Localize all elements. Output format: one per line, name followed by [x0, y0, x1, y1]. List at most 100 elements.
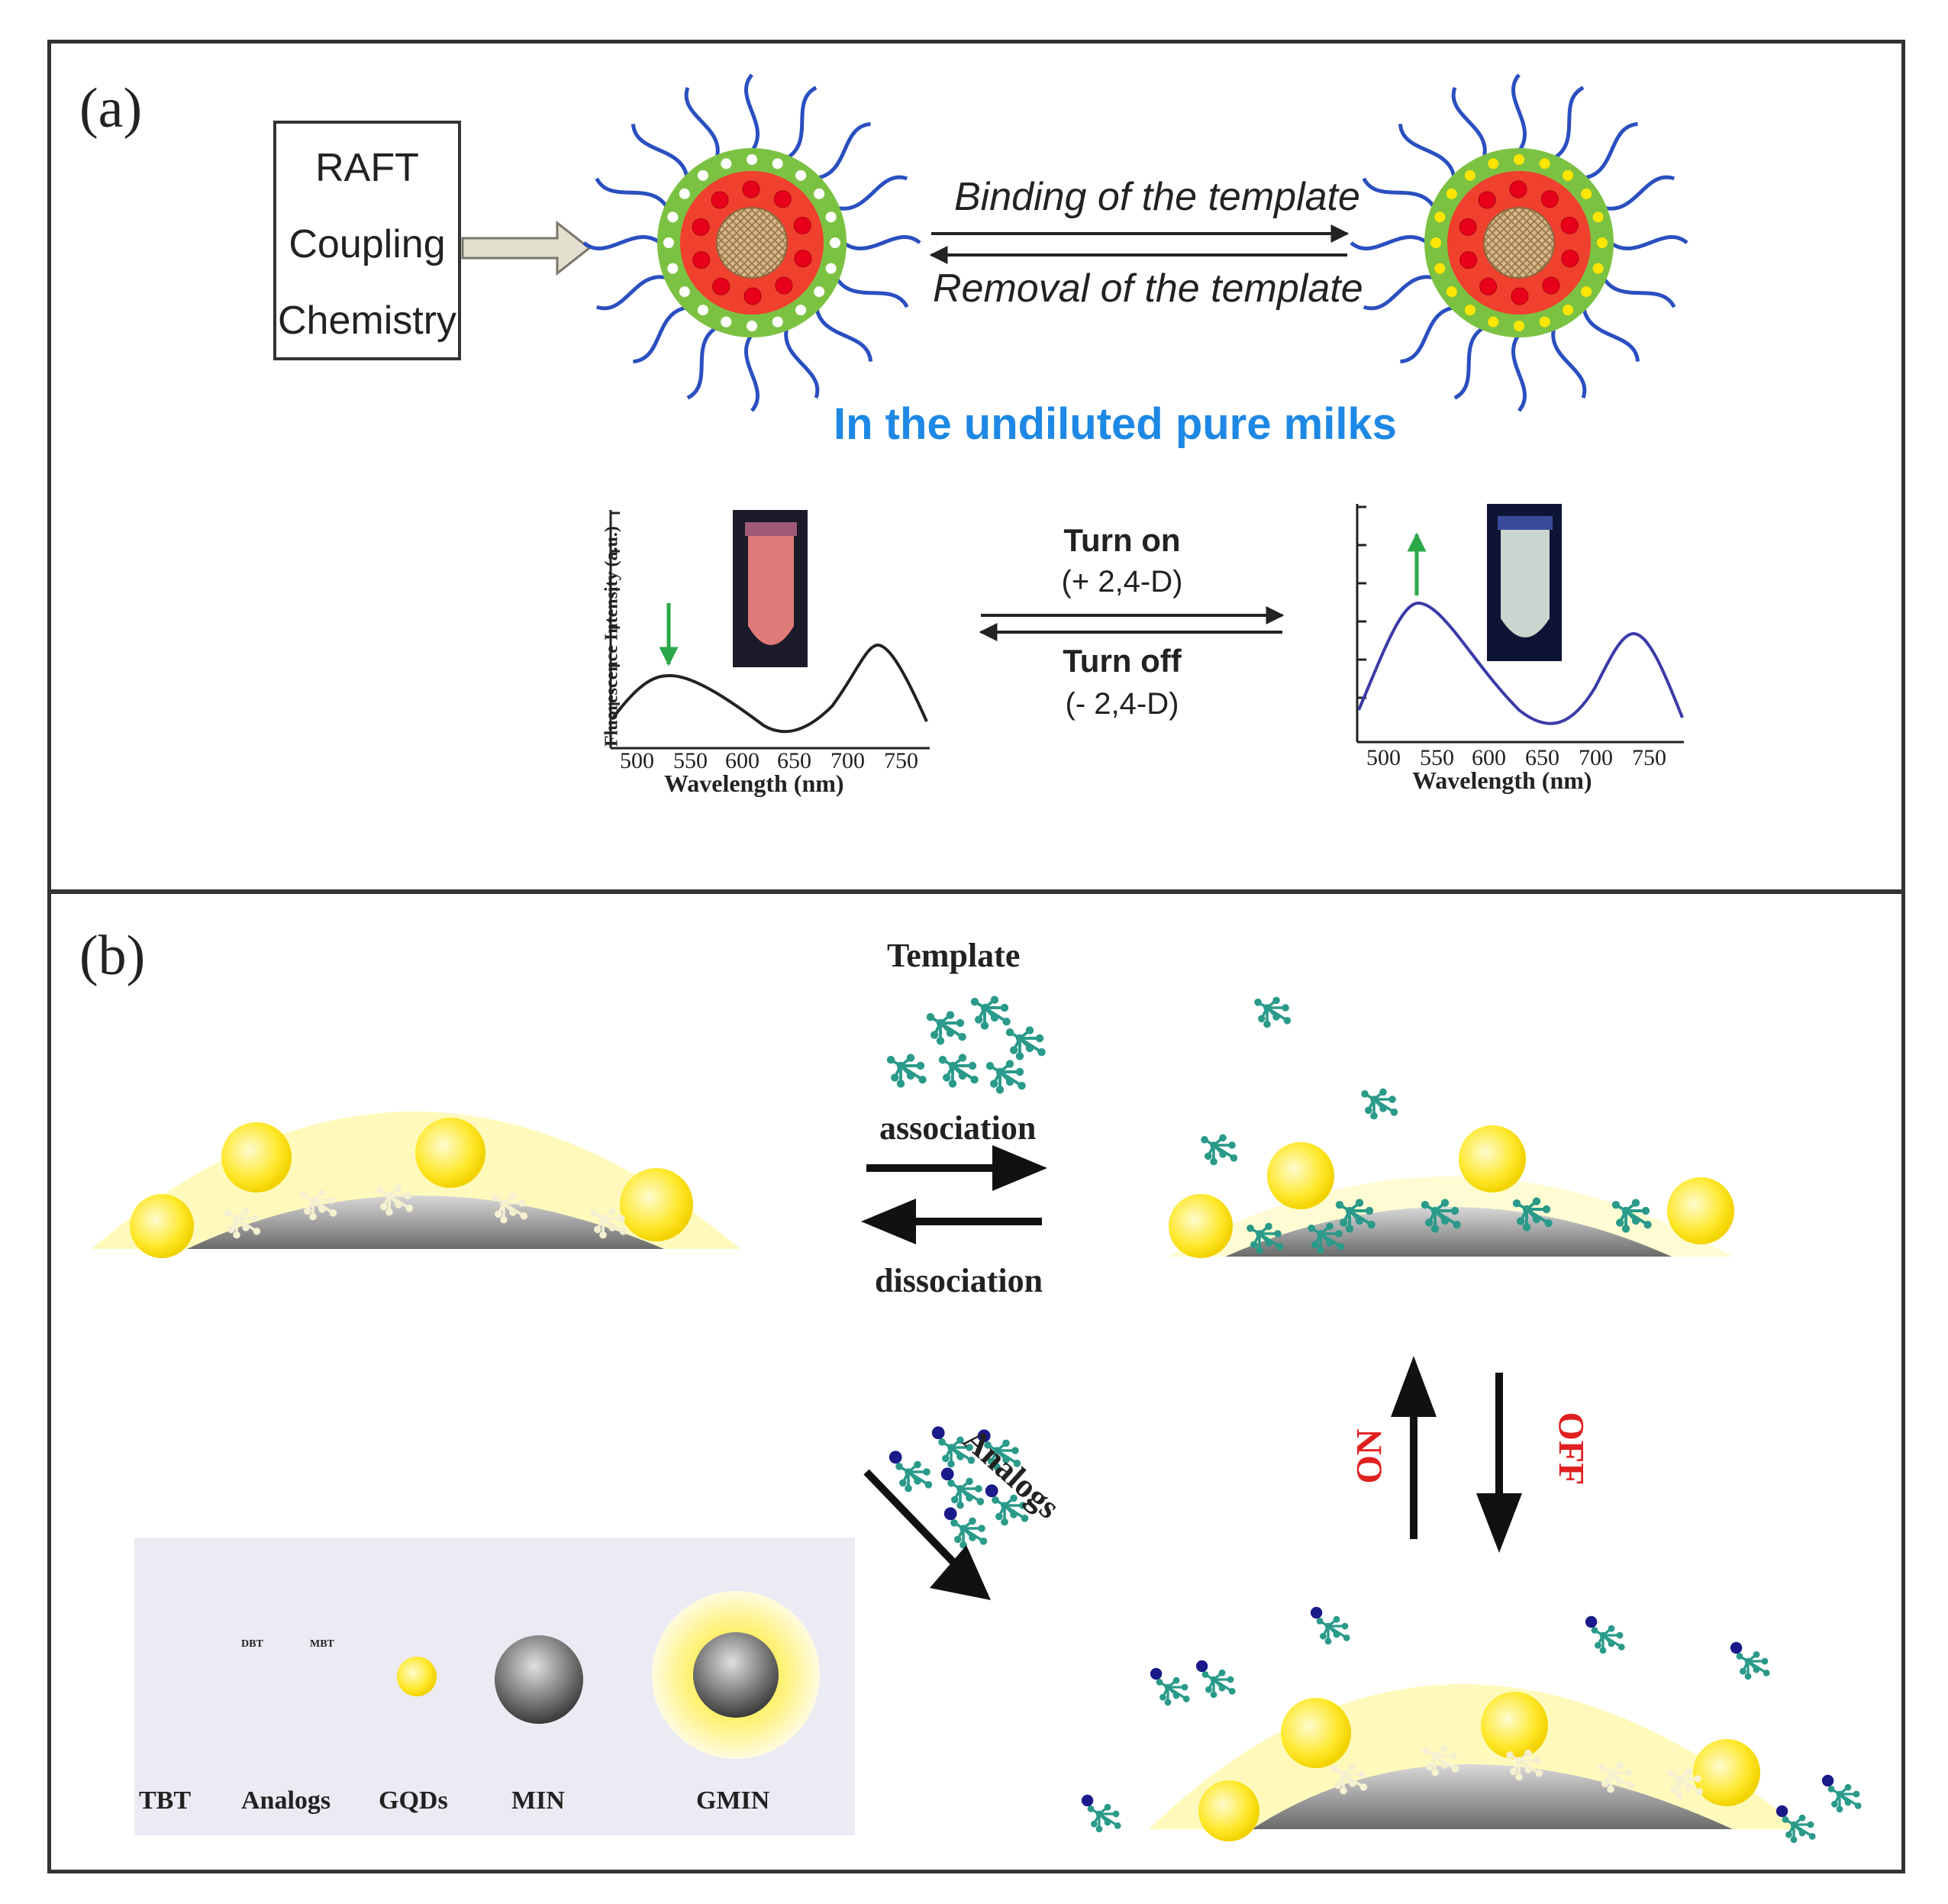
np-recognition-site	[795, 305, 807, 316]
analog-molecule	[889, 1451, 933, 1493]
panel-b-label: (b)	[79, 925, 146, 987]
spectrum-curve-off	[611, 643, 928, 734]
spectrum-plot-off	[609, 510, 930, 750]
polymer-chain	[633, 305, 688, 364]
np-recognition-site	[667, 263, 679, 274]
analog-molecule	[1081, 1794, 1121, 1833]
legend-gqds: GQDs	[379, 1786, 448, 1815]
plot-off-tick-550: 550	[673, 748, 708, 773]
tbt-molecule	[1598, 1761, 1635, 1793]
polymer-chain	[1362, 177, 1437, 209]
tbt-molecule	[938, 1054, 979, 1088]
polymer-chain	[1350, 235, 1429, 250]
np-dye-dot	[1459, 218, 1477, 236]
analog-molecule	[1150, 1667, 1190, 1706]
np-core	[1483, 207, 1555, 279]
analog-molecule	[1821, 1774, 1862, 1813]
legend-gqd-dot	[397, 1657, 437, 1696]
analog-molecule	[1310, 1606, 1350, 1645]
off-label: OFF	[1550, 1412, 1592, 1486]
spectrum-curve-on	[1357, 601, 1684, 725]
plot-on-tick-550: 550	[1420, 745, 1454, 770]
legend-min: MIN	[511, 1786, 565, 1815]
polymer-chain	[686, 325, 718, 400]
panel-a-graphics	[461, 73, 1688, 750]
tbt-molecule	[1201, 1134, 1238, 1166]
np-dye-dot	[1509, 180, 1527, 198]
np-dye-dot	[794, 250, 812, 268]
np-recognition-site	[663, 237, 674, 248]
np-dye-dot	[1479, 277, 1498, 295]
gqd-dot	[1459, 1125, 1526, 1192]
np-recognition-site	[830, 237, 840, 248]
np-recognition-site	[1514, 321, 1524, 331]
legend-tbt: TBT	[139, 1786, 192, 1815]
analog-molecule	[1730, 1641, 1770, 1680]
vial-pink	[733, 510, 808, 667]
plot-on-tick-750: 750	[1632, 745, 1666, 770]
gqd-dot	[1198, 1780, 1259, 1841]
polymer-chain	[816, 121, 871, 180]
polymer-chain	[1553, 86, 1585, 160]
np-recognition-site	[1464, 169, 1476, 181]
tbt-molecule	[1330, 1763, 1368, 1795]
np-dye-dot	[712, 277, 730, 295]
analog-molecule	[931, 1426, 976, 1468]
np-recognition-site	[772, 316, 783, 328]
np-dye-dot	[743, 287, 762, 305]
raft-box-line-2: Coupling	[289, 222, 446, 266]
gqd-dot	[415, 1118, 485, 1188]
np-recognition-site	[1514, 154, 1524, 165]
np-recognition-site	[721, 158, 732, 169]
np-recognition-site	[1581, 188, 1592, 199]
np-recognition-site	[697, 169, 708, 181]
polymer-chain	[1400, 305, 1455, 364]
legend-gmin: GMIN	[696, 1786, 770, 1815]
polymer-chain	[744, 333, 760, 412]
np-recognition-site	[679, 286, 690, 298]
tbt-molecule	[491, 1192, 528, 1224]
plot-off-tick-650: 650	[777, 748, 811, 773]
polymer-chain	[836, 175, 908, 211]
plot-off-tick-750: 750	[884, 748, 918, 773]
polymer-chain	[631, 124, 689, 179]
polymer-chain	[814, 307, 873, 362]
polymer-chain	[1511, 333, 1527, 412]
polymer-chain	[1601, 276, 1676, 308]
polymer-chain	[1582, 307, 1640, 362]
np-dye-dot	[742, 180, 760, 198]
np-dye-dot	[1542, 276, 1560, 295]
polymer-chain	[1609, 235, 1688, 250]
association-arrow	[866, 1145, 1047, 1191]
tbt-molecule	[1666, 1767, 1704, 1799]
np-recognition-site	[772, 158, 783, 169]
legend-analogs: Analogs	[241, 1786, 331, 1815]
gqd-dot	[1169, 1194, 1233, 1258]
removal-label: Removal of the template	[933, 266, 1363, 311]
gqd-dot	[1267, 1142, 1334, 1209]
polymer-chain	[1451, 86, 1487, 159]
np-recognition-site	[1446, 286, 1457, 298]
polymer-chain	[684, 86, 720, 159]
np-recognition-site	[721, 316, 732, 328]
np-recognition-site	[1597, 237, 1608, 248]
np-recognition-site	[1592, 263, 1604, 274]
analogs-arrow	[863, 1469, 991, 1600]
np-recognition-site	[747, 154, 757, 165]
plot-off-tick-600: 600	[725, 748, 760, 773]
polymer-chain	[834, 276, 909, 308]
np-recognition-site	[1488, 158, 1499, 169]
tbt-molecule	[985, 1060, 1026, 1094]
legend-min-sphere	[495, 1635, 583, 1724]
np-dye-dot	[793, 216, 811, 234]
block-arrow	[461, 220, 592, 276]
np-recognition-site	[1539, 158, 1550, 169]
np-recognition-site	[679, 188, 690, 199]
np-recognition-site	[1592, 211, 1604, 223]
np-recognition-site	[1446, 188, 1457, 199]
on-arrow	[1391, 1356, 1437, 1539]
legend-box	[134, 1538, 855, 1835]
polymer-chain	[1551, 327, 1587, 399]
raft-box-line-1: RAFT	[315, 146, 419, 190]
